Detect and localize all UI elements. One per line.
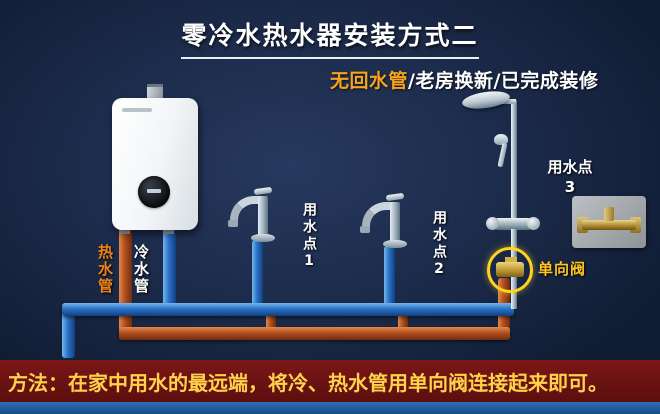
faucet1-hot-stub-pipe <box>266 308 276 334</box>
faucet-nozzle-icon <box>228 220 238 227</box>
hand-shower-hose-icon <box>497 142 508 168</box>
faucet-2 <box>360 192 412 256</box>
faucet-handle-icon <box>253 186 273 196</box>
faucet-body-icon <box>258 196 268 236</box>
subtitle: 无回水管/老房换新/已完成装修 <box>330 66 598 93</box>
check-valve-photo <box>572 196 646 248</box>
faucet-spout-icon <box>230 196 262 222</box>
mixer-knob-right-icon <box>527 217 540 230</box>
cold-main-pipe <box>62 303 514 316</box>
check-valve-label: 单向阀 <box>538 260 587 278</box>
faucet-base-icon <box>251 234 275 242</box>
heater-logo <box>122 108 152 112</box>
valve-photo-body <box>582 220 636 230</box>
hot-main-pipe <box>119 327 510 340</box>
subtitle-rest: /老房换新/已完成装修 <box>408 70 599 92</box>
faucet-body-icon <box>390 202 400 242</box>
water-point-3-text: 用水点 <box>547 158 593 176</box>
shower-riser-pipe <box>511 100 517 252</box>
valve-photo-stem <box>604 207 614 221</box>
method-text: 方法：在家中用水的最远端，将冷、热水管用单向阀连接起来即可。 <box>8 370 608 395</box>
faucet2-hot-stub-pipe <box>398 308 408 334</box>
faucet-spout-icon <box>362 202 394 228</box>
water-heater <box>112 98 198 230</box>
water-point-3-number: 3 <box>564 177 576 196</box>
title-area: 零冷水热水器安装方式二 <box>0 16 660 59</box>
water-point-3-label: 用水点 3 <box>538 158 602 197</box>
hot-pipe-label: 热水管 <box>96 244 114 295</box>
faucet-nozzle-icon <box>360 226 370 233</box>
heater-cold-inlet-pipe <box>163 228 176 312</box>
faucet2-supply-pipe <box>384 246 395 310</box>
mixer-knob-left-icon <box>486 217 499 230</box>
faucet1-supply-pipe <box>252 240 263 310</box>
bottom-strip <box>0 402 660 414</box>
page-title: 零冷水热水器安装方式二 <box>181 16 479 59</box>
faucet-1 <box>228 186 280 250</box>
water-point-1-label: 用水点1 <box>301 202 317 272</box>
faucet-handle-icon <box>385 192 405 202</box>
faucet-base-icon <box>383 240 407 248</box>
cold-supply-down-pipe <box>62 308 75 358</box>
valve-highlight-circle <box>487 247 533 293</box>
cold-pipe-label: 冷水管 <box>132 244 150 295</box>
heater-display <box>138 176 170 208</box>
hand-shower-icon <box>494 134 508 145</box>
heater-flue-icon <box>147 84 163 100</box>
method-footer: 方法：在家中用水的最远端，将冷、热水管用单向阀连接起来即可。 <box>0 360 660 402</box>
subtitle-highlight: 无回水管 <box>330 70 409 92</box>
water-point-2-label: 用水点2 <box>431 210 447 280</box>
shower-mixer-icon <box>493 218 533 230</box>
